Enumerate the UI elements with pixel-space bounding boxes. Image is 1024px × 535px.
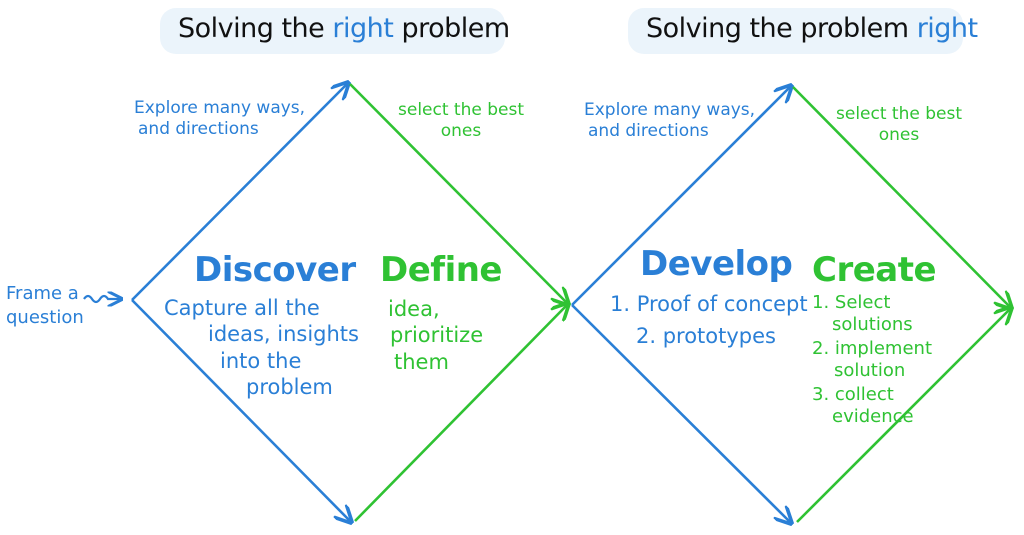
create-item-3-cont: evidence <box>832 405 914 427</box>
diamond2-select-note: select the best ones <box>836 104 962 147</box>
frame-question-line2: question <box>6 307 84 329</box>
left-heading-emphasis: right <box>332 13 394 44</box>
create-item-1: 1. Select <box>812 292 891 313</box>
frame-question-label: Frame a question <box>6 282 84 331</box>
discover-line1: Capture all the <box>164 296 320 320</box>
diamond1-converge-up-line <box>354 305 567 522</box>
define-line2: prioritize <box>390 323 484 348</box>
define-line1: idea, <box>388 297 440 321</box>
left-heading: Solving the right problem <box>178 14 510 44</box>
create-list: 1. Select solutions 2. implement solutio… <box>812 292 932 428</box>
diamond2-converge-up-line <box>796 309 1010 523</box>
create-item-1-cont: solutions <box>832 313 913 335</box>
develop-list: 1. Proof of concept 2. prototypes <box>610 291 808 350</box>
discover-title: Discover <box>194 250 356 290</box>
squiggle-arrow-icon <box>83 296 120 302</box>
right-heading: Solving the problem right <box>646 14 978 44</box>
diamond2-select-line1: select the best <box>836 104 962 124</box>
diamond2-explore-line2: and directions <box>588 121 709 142</box>
diamond1-select-line1: select the best <box>398 100 524 120</box>
diamond1-converge-down-line <box>349 83 567 303</box>
diamond2-diverge-down-line <box>571 304 790 522</box>
develop-item-1: 1. Proof of concept <box>610 292 808 316</box>
left-title-highlight <box>160 8 505 54</box>
define-text: idea, prioritize them <box>388 296 483 375</box>
diamond1-explore-line2: and directions <box>138 119 259 140</box>
discover-text: Capture all the ideas, insights into the… <box>164 295 359 400</box>
diamond1-explore-line1: Explore many ways, <box>134 98 306 118</box>
diamond2-diverge-up-line <box>571 87 790 306</box>
diamond1-diverge-down-line <box>131 299 350 521</box>
create-title: Create <box>812 250 937 290</box>
left-heading-pre: Solving the <box>178 13 325 44</box>
develop-item-2: 2. prototypes <box>636 324 776 349</box>
diamond2-select-line2: ones <box>878 125 920 146</box>
create-item-3: 3. collect <box>812 383 894 405</box>
frame-question-line1: Frame a <box>6 283 79 304</box>
diamond2-explore-line1: Explore many ways, <box>584 100 756 120</box>
right-title-highlight <box>628 8 963 54</box>
define-line3: them <box>394 349 449 374</box>
define-title: Define <box>380 250 503 290</box>
diamond1-diverge-up-line <box>131 84 347 301</box>
discover-line3: into the <box>220 348 302 373</box>
discover-line4: problem <box>246 374 333 399</box>
diamond1-explore-note: Explore many ways, and directions <box>134 98 305 141</box>
diamond2-explore-note: Explore many ways, and directions <box>584 100 755 143</box>
left-heading-post: problem <box>401 13 510 44</box>
develop-title: Develop <box>640 244 793 284</box>
diamond2-converge-down-line <box>792 86 1010 307</box>
right-heading-pre: Solving the problem <box>646 13 909 44</box>
diamond1-select-note: select the best ones <box>398 100 524 143</box>
discover-line2: ideas, insights <box>208 322 359 347</box>
create-item-2: 2. implement <box>812 337 933 359</box>
right-heading-emphasis: right <box>916 13 978 44</box>
create-item-2-cont: solution <box>834 359 906 381</box>
diamond1-select-line2: ones <box>440 121 482 142</box>
